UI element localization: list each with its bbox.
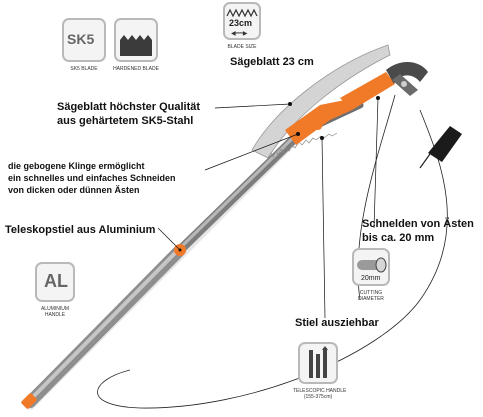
pointer-cut: [373, 97, 379, 229]
blade-size-badge: 23cm ◀━━▶: [223, 2, 261, 40]
branch-cut-icon: [357, 257, 387, 273]
sk5-badge: SK5: [62, 18, 106, 62]
cutting-diameter-caption: CUTTING DIAMETER: [358, 290, 384, 302]
hardened-badge: [114, 18, 158, 62]
saw-teeth-icon: [226, 8, 258, 18]
blade-size-value: 23cm: [229, 18, 253, 28]
cut-branches-label-line1: Schnelden von Ästen: [362, 218, 474, 230]
cut-branches-label-line2: bis ca. 20 mm: [362, 232, 435, 244]
curved-blade-label-line3: von dicken oder dünnen Ästen: [8, 185, 140, 195]
quality-label-line2: aus gehärtetem SK5-Stahl: [57, 115, 194, 127]
aluminium-caption: ALUMINIUM HANDLE: [40, 306, 70, 318]
telescopic-pole-label: Teleskopstiel aus Aluminium: [5, 224, 156, 236]
telescopic-caption-line1: TELESCOPIC HANDLE: [293, 388, 347, 394]
hardened-blade-icon: [120, 35, 152, 56]
pointer-quality: [214, 103, 291, 109]
extendable-handle-label: Stiel ausziehbar: [295, 317, 379, 329]
pointer-pole: [157, 227, 181, 251]
rope-handle: [428, 126, 462, 162]
double-arrow-icon: ◀━━▶: [231, 31, 248, 37]
pole-end-cap: [21, 393, 37, 409]
aluminium-badge: AL: [35, 262, 75, 302]
aluminium-badge-text: AL: [44, 271, 68, 291]
sk5-badge-text: SK5: [67, 31, 95, 47]
curved-blade-label-line1: die gebogene Klinge ermöglicht: [8, 161, 145, 171]
quality-label-line1: Sägeblatt höchster Qualität: [57, 101, 201, 113]
blade-length-label: Sägeblatt 23 cm: [230, 56, 314, 68]
cutting-diameter-value: 20mm: [361, 275, 381, 282]
telescopic-caption-line2: (155-375cm): [303, 394, 333, 400]
hardened-caption: HARDENED BLADE: [113, 66, 159, 72]
pointer-curved: [204, 133, 299, 171]
saw-head: [285, 100, 352, 145]
pointer-extend: [321, 137, 326, 319]
telescopic-badge: [298, 342, 338, 384]
blade-size-caption: BLADE SIZE: [227, 44, 257, 50]
sk5-caption: SK5 BLADE: [70, 66, 98, 72]
cutting-diameter-badge: 20mm: [352, 248, 390, 286]
telescopic-handle-icon: [309, 346, 328, 378]
curved-blade-label-line2: ein schnelles und einfaches Schneiden: [8, 173, 176, 183]
